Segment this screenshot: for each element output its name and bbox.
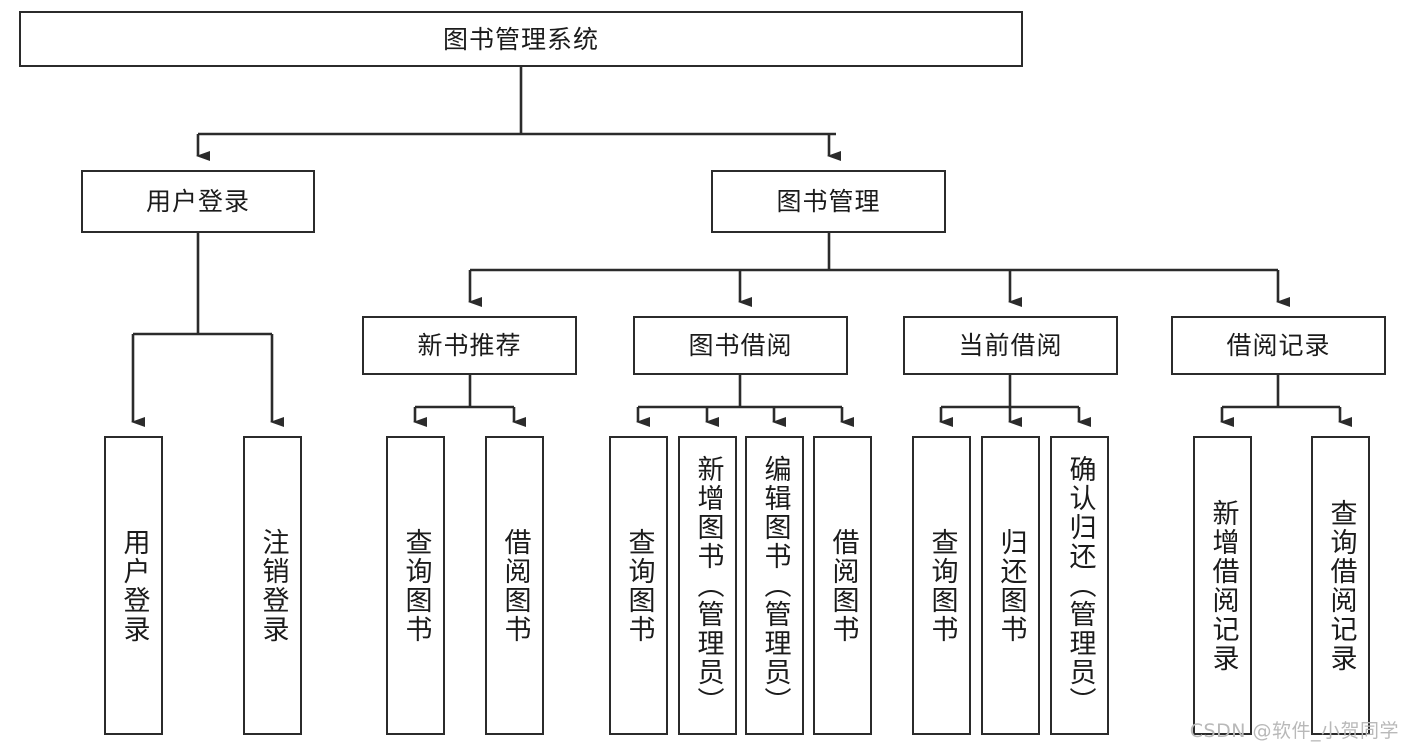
leaf-borrow-borrow-book[interactable]: 借阅图书 (813, 436, 872, 735)
leaf-user-login-login[interactable]: 用户登录 (104, 436, 163, 735)
leaf-borrow-add-book-admin[interactable]: 新增图书（管理员） (678, 436, 737, 735)
node-book-management[interactable]: 图书管理 (711, 170, 946, 233)
node-new-book-recommend[interactable]: 新书推荐 (362, 316, 577, 375)
leaf-current-return-book[interactable]: 归还图书 (981, 436, 1040, 735)
leaf-current-query-book[interactable]: 查询图书 (912, 436, 971, 735)
leaf-recommend-query-book[interactable]: 查询图书 (386, 436, 445, 735)
watermark: CSDN @软件_小贺同学 (1189, 720, 1399, 742)
leaf-borrow-query-book[interactable]: 查询图书 (609, 436, 668, 735)
leaf-current-confirm-return-admin[interactable]: 确认归还（管理员） (1050, 436, 1109, 735)
node-current-borrow[interactable]: 当前借阅 (903, 316, 1118, 375)
node-user-login[interactable]: 用户登录 (81, 170, 315, 233)
leaf-record-query-record[interactable]: 查询借阅记录 (1311, 436, 1370, 735)
leaf-recommend-borrow-book[interactable]: 借阅图书 (485, 436, 544, 735)
leaf-record-add-record[interactable]: 新增借阅记录 (1193, 436, 1252, 735)
node-borrow-record[interactable]: 借阅记录 (1171, 316, 1386, 375)
leaf-user-login-logout[interactable]: 注销登录 (243, 436, 302, 735)
leaf-borrow-edit-book-admin[interactable]: 编辑图书（管理员） (745, 436, 804, 735)
node-book-borrow[interactable]: 图书借阅 (633, 316, 848, 375)
node-root-system[interactable]: 图书管理系统 (19, 11, 1023, 67)
